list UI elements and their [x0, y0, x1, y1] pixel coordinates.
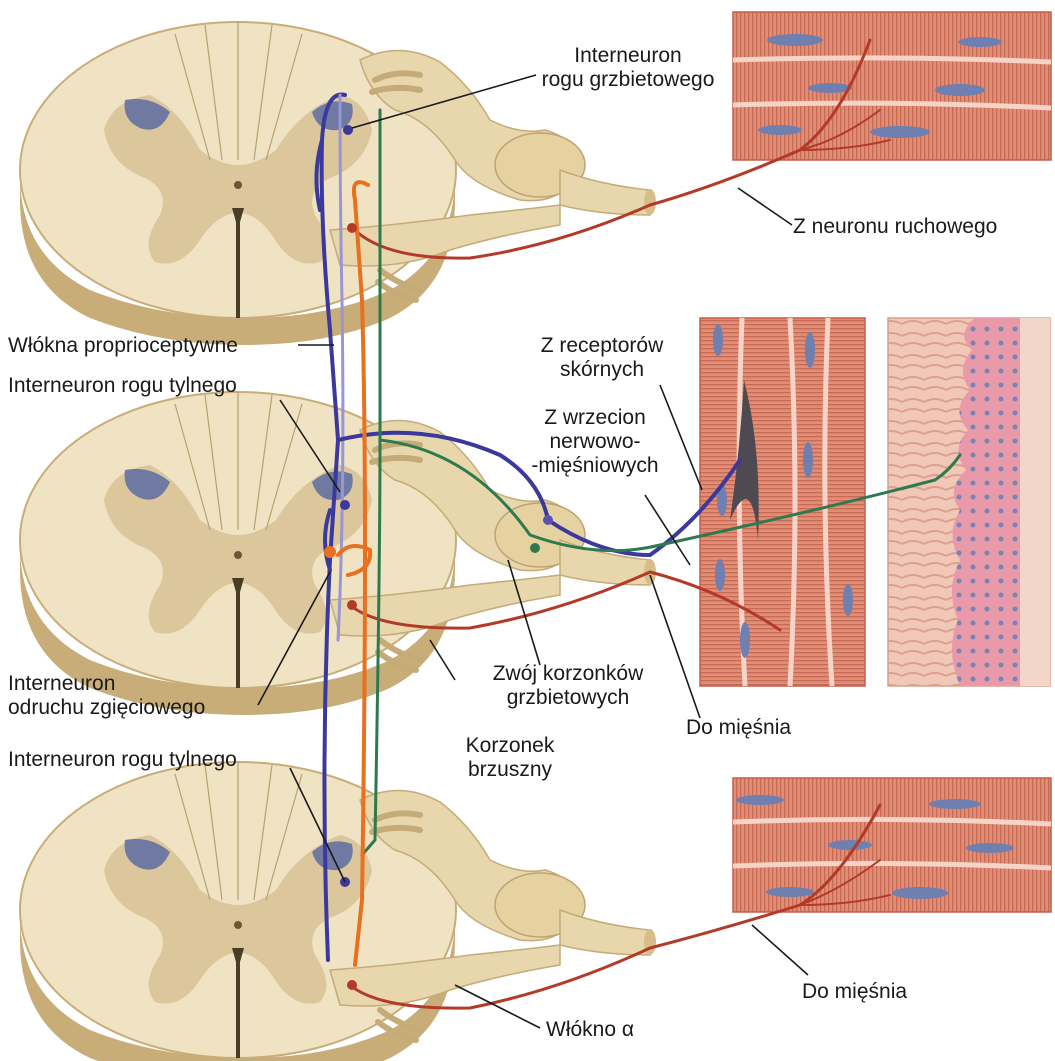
muscle-fibers-top — [732, 11, 1052, 161]
skin-section — [887, 317, 1051, 687]
label-proprioceptive-fibers: Włókna proprioceptywne — [8, 334, 238, 357]
interneuron-fiber — [353, 198, 367, 967]
label-line: Zwój korzonków — [492, 662, 644, 685]
label-line: nerwowo- — [549, 430, 641, 453]
muscle-spindle-block — [699, 317, 866, 687]
label-alpha-fiber: Włókno α — [546, 1018, 634, 1041]
label-line: Interneuron — [8, 672, 116, 695]
label-ventral-root: Korzonek brzuszny — [440, 734, 580, 782]
label-line: Z receptorów — [540, 334, 664, 357]
motor-fiber-top — [348, 38, 872, 260]
label-posterior-horn-interneuron-1: Interneuron rogu tylnego — [8, 374, 237, 397]
label-to-muscle-mid: Do mięśnia — [686, 716, 792, 739]
proprioceptive-fiber — [319, 92, 347, 962]
label-flexion-interneuron: Interneuron odruchu zgięciowego — [8, 672, 205, 720]
muscle-fibers-bottom — [732, 777, 1052, 913]
motor-fiber-bottom — [348, 803, 882, 1010]
label-line: Z wrzecion — [544, 406, 646, 429]
label-from-spindles: Z wrzecion nerwowo- -mięśniowych — [510, 406, 680, 478]
label-dorsal-root-ganglion: Zwój korzonków grzbietowych — [470, 662, 666, 710]
label-line: Korzonek — [465, 734, 555, 757]
label-line: brzuszny — [467, 758, 553, 781]
label-line: rogu grzbietowego — [541, 68, 715, 91]
motor-fiber-mid — [348, 570, 782, 632]
label-line: Interneuron — [574, 44, 682, 67]
label-line: -mięśniowych — [531, 454, 659, 477]
skin-receptor-fiber — [360, 108, 962, 857]
label-line: odruchu zgięciowego — [8, 696, 206, 719]
label-line: grzbietowych — [506, 686, 630, 709]
spinal-cord-section — [19, 21, 656, 345]
label-to-muscle-bottom: Do mięśnia — [802, 980, 908, 1003]
muscle-spindle — [730, 380, 759, 540]
label-line: skórnych — [559, 358, 645, 381]
label-from-skin-receptors: Z receptorów skórnych — [512, 334, 692, 382]
label-from-motor-neuron: Z neuronu ruchowego — [793, 215, 998, 238]
label-dorsal-horn-interneuron: Interneuron rogu grzbietowego — [538, 44, 718, 92]
label-posterior-horn-interneuron-2: Interneuron rogu tylnego — [8, 748, 237, 771]
